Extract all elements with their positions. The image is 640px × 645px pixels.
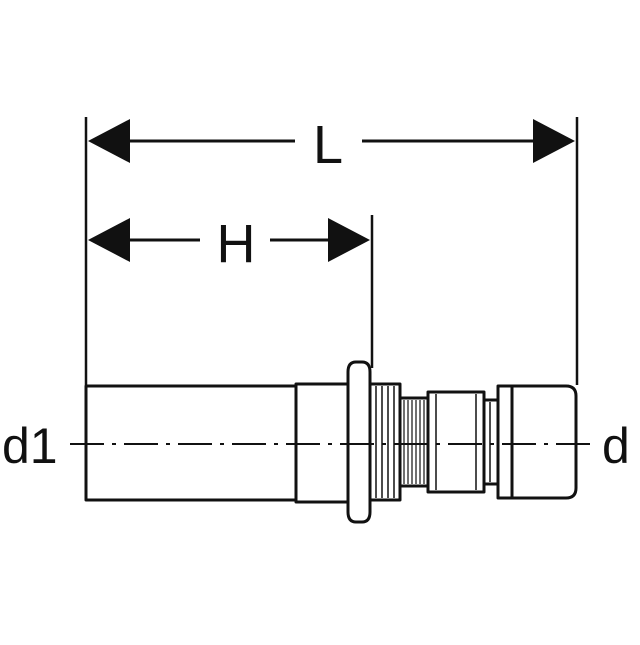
o-ring-groove	[482, 398, 500, 486]
arrowhead-l-left	[88, 119, 130, 163]
extension-lines	[84, 117, 579, 385]
knurled-ring	[398, 396, 430, 488]
collar-flange	[346, 360, 372, 524]
inner-body	[426, 390, 486, 494]
transition-ring	[368, 382, 402, 502]
fitting-body	[84, 360, 578, 524]
arrowhead-l-right	[533, 119, 575, 163]
groove-details	[375, 386, 491, 498]
dimension-h: H	[88, 214, 370, 274]
plug-in-end	[496, 384, 578, 500]
diameter-label-right: d	[602, 418, 630, 474]
knurl-pattern	[403, 400, 425, 484]
dimension-label-l: L	[313, 115, 343, 175]
arrowhead-h-left	[88, 218, 130, 262]
diameter-label-left: d1	[2, 418, 58, 474]
arrowhead-h-right	[328, 218, 370, 262]
dimension-l: L	[88, 115, 575, 175]
dimension-label-h: H	[217, 214, 256, 274]
